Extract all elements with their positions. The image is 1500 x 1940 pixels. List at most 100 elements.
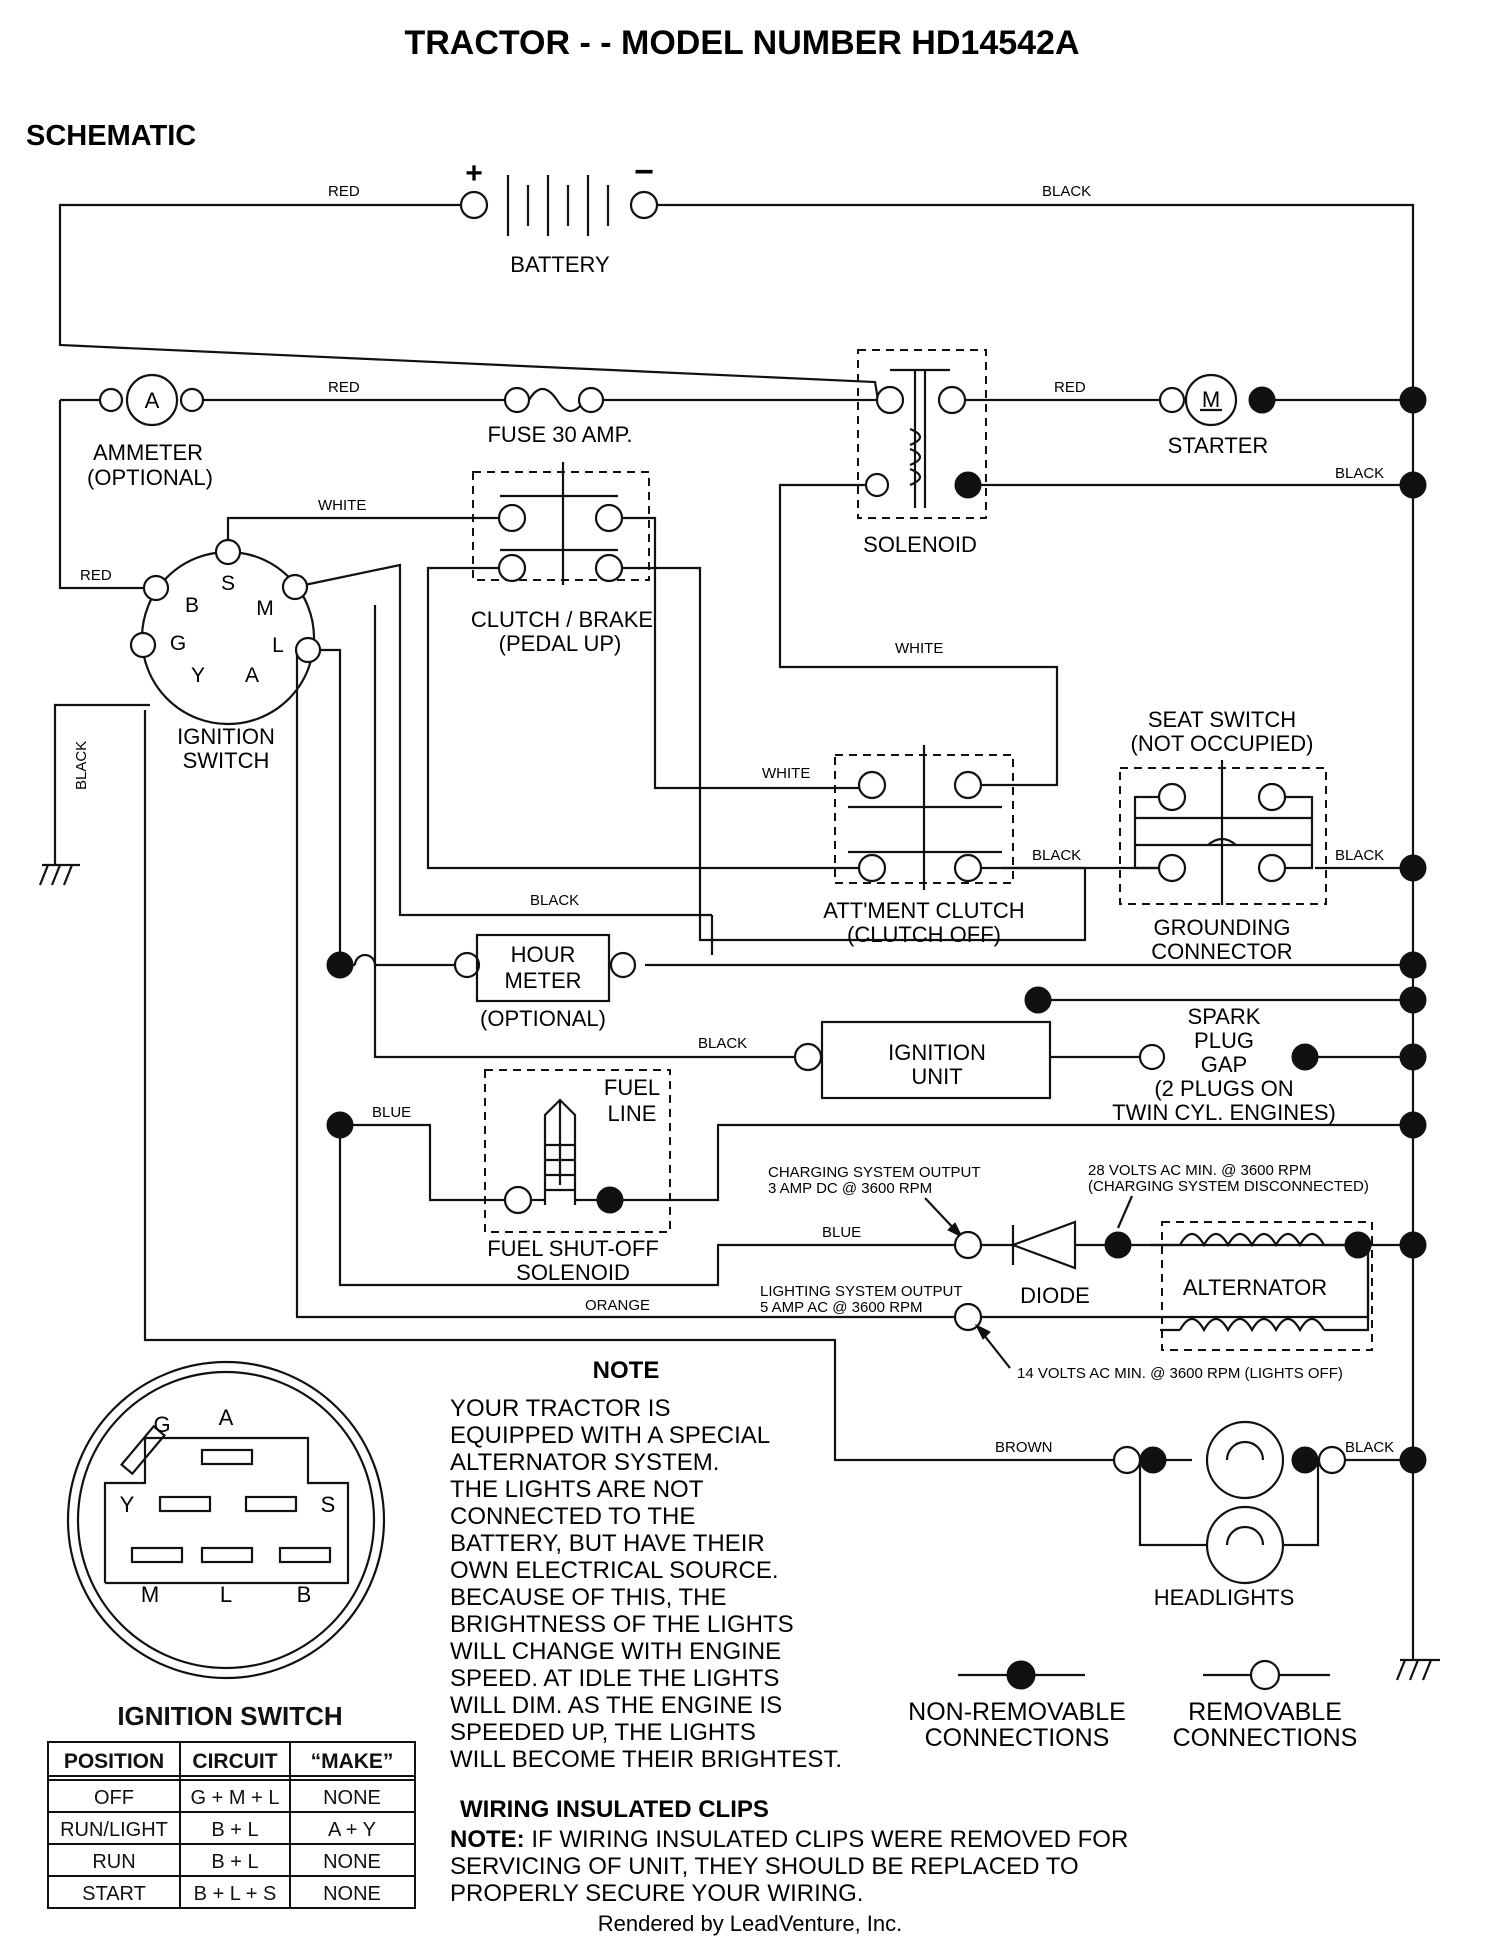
spark-label-4: (2 PLUGS ON <box>1154 1076 1293 1101</box>
diode-label: DIODE <box>1020 1283 1090 1308</box>
term-s: S <box>221 572 235 595</box>
table-cell: B + L + S <box>194 1883 277 1905</box>
face-m: M <box>141 1582 159 1607</box>
wire-label-orange: ORANGE <box>585 1297 650 1314</box>
fuel-solenoid: FUEL LINE FUEL SHUT-OFF SOLENOID <box>326 1069 671 1285</box>
term-y: Y <box>191 664 205 687</box>
starter-label: STARTER <box>1168 433 1269 458</box>
seat-switch: SEAT SWITCH (NOT OCCUPIED) GROUNDING CON… <box>1119 707 1327 964</box>
note-line: ALTERNATOR SYSTEM. <box>450 1449 719 1476</box>
term-b: B <box>185 594 199 617</box>
note-line: BECAUSE OF THIS, THE <box>450 1584 727 1611</box>
note-line: YOUR TRACTOR IS <box>450 1395 670 1422</box>
note-line: WILL BECOME THEIR BRIGHTEST. <box>450 1746 842 1773</box>
section-label: SCHEMATIC <box>26 120 196 152</box>
table-header-make: “MAKE” <box>311 1750 394 1773</box>
solenoid: SOLENOID <box>857 349 987 557</box>
term-l: L <box>272 634 284 657</box>
face-b: B <box>297 1582 312 1607</box>
charging-system: CHARGING SYSTEM OUTPUT 3 AMP DC @ 3600 R… <box>760 1162 1373 1382</box>
solenoid-label: SOLENOID <box>863 532 977 557</box>
charge-output-label: CHARGING SYSTEM OUTPUT <box>768 1164 981 1181</box>
seat-switch-label: SEAT SWITCH <box>1148 707 1296 732</box>
legend-removable: REMOVABLE <box>1188 1698 1342 1726</box>
note-line: SPEEDED UP, THE LIGHTS <box>450 1719 756 1746</box>
wire-label-blue-diode: BLUE <box>822 1224 861 1241</box>
ignition-switch-face: G A Y S M L B <box>66 1360 386 1680</box>
wire-label-red-fuse: RED <box>328 379 360 396</box>
lighting-output-spec: 5 AMP AC @ 3600 RPM <box>760 1299 923 1316</box>
fuel-sol-label: FUEL SHUT-OFF <box>487 1236 659 1261</box>
wire-ground-bus <box>657 203 1415 1660</box>
wires <box>38 203 1440 1681</box>
term-g: G <box>170 632 186 655</box>
note-line: EQUIPPED WITH A SPECIAL <box>450 1422 770 1449</box>
table-cell: B + L <box>211 1851 258 1873</box>
table-cell: G + M + L <box>191 1787 280 1809</box>
hour-meter-label: HOUR <box>511 942 576 967</box>
ammeter-optional: (OPTIONAL) <box>87 465 213 490</box>
clutch-brake-label: CLUTCH / BRAKE <box>471 607 653 632</box>
table-cell: NONE <box>323 1883 381 1905</box>
legend-removable-2: CONNECTIONS <box>1173 1724 1358 1752</box>
ground-bus-connections <box>1399 386 1427 1474</box>
wire-label-black-head: BLACK <box>1345 1439 1394 1456</box>
term-m: M <box>256 597 274 620</box>
wire-label-brown: BROWN <box>995 1439 1053 1456</box>
face-g: G <box>153 1412 170 1437</box>
wire-label-black-battery: BLACK <box>1042 183 1091 200</box>
attment-clutch-state: (CLUTCH OFF) <box>847 922 1001 947</box>
footer-credit: Rendered by LeadVenture, Inc. <box>598 1911 903 1936</box>
volts14-label: 14 VOLTS AC MIN. @ 3600 RPM (LIGHTS OFF) <box>1017 1365 1343 1382</box>
hour-meter-label-2: METER <box>505 968 582 993</box>
spark-label-5: TWIN CYL. ENGINES) <box>1112 1100 1336 1125</box>
lighting-output-label: LIGHTING SYSTEM OUTPUT <box>760 1283 963 1300</box>
ignition-switch: S B M G L Y A IGNITION SWITCH <box>129 538 322 773</box>
wire-label-black-ground: BLACK <box>73 741 90 790</box>
spark-plug: SPARK PLUG GAP (2 PLUGS ON TWIN CYL. ENG… <box>1112 1004 1336 1125</box>
fuse-label: FUSE 30 AMP. <box>487 422 632 447</box>
table-cell: OFF <box>94 1787 134 1809</box>
wiring-clips-note: WIRING INSULATED CLIPS NOTE: IF WIRING I… <box>450 1796 1128 1907</box>
face-y: Y <box>120 1492 135 1517</box>
wire-label-blue-fuel: BLUE <box>372 1104 411 1121</box>
removable-circle-icon <box>1249 1659 1281 1691</box>
table-cell: RUN/LIGHT <box>60 1819 168 1841</box>
clips-line-3: PROPERLY SECURE YOUR WIRING. <box>450 1880 863 1907</box>
note-line: BATTERY, BUT HAVE THEIR <box>450 1530 765 1557</box>
ignition-switch-label: IGNITION <box>177 724 275 749</box>
fuse: FUSE 30 AMP. <box>487 386 633 447</box>
term-a: A <box>245 664 259 687</box>
alternator-label: ALTERNATOR <box>1183 1275 1327 1300</box>
note-line: WILL DIM. AS THE ENGINE IS <box>450 1692 782 1719</box>
note-line: SPEED. AT IDLE THE LIGHTS <box>450 1665 779 1692</box>
hour-meter-optional: (OPTIONAL) <box>480 1006 606 1031</box>
ignition-switch-table: IGNITION SWITCH POSITION CIRCUIT “MAKE” … <box>47 1701 416 1909</box>
clips-note-prefix: NOTE: <box>450 1826 525 1853</box>
ammeter-label: AMMETER <box>93 440 203 465</box>
note-line: WILL CHANGE WITH ENGINE <box>450 1638 781 1665</box>
attment-clutch-label: ATT'MENT CLUTCH <box>823 898 1024 923</box>
ignition-unit-label-2: UNIT <box>911 1064 962 1089</box>
battery-label: BATTERY <box>510 252 610 277</box>
note-line: OWN ELECTRICAL SOURCE. <box>450 1557 779 1584</box>
table-header-position: POSITION <box>64 1750 164 1773</box>
wire-label-white-ign: WHITE <box>318 497 366 514</box>
legend-nonremovable: NON-REMOVABLE <box>908 1698 1126 1726</box>
note-line: THE LIGHTS ARE NOT <box>450 1476 704 1503</box>
page-title: TRACTOR - - MODEL NUMBER HD14542A <box>404 24 1079 62</box>
wire-label-black-grounding: BLACK <box>530 892 579 909</box>
volts28-label: 28 VOLTS AC MIN. @ 3600 RPM <box>1088 1162 1311 1179</box>
spark-label-3: GAP <box>1201 1052 1247 1077</box>
wire-battery-red <box>58 203 880 401</box>
face-a: A <box>219 1405 234 1430</box>
table-cell: RUN <box>92 1851 135 1873</box>
wire-label-black-solenoid: BLACK <box>1335 465 1384 482</box>
ignition-unit: IGNITION UNIT <box>793 986 1319 1100</box>
table-header-circuit: CIRCUIT <box>192 1750 277 1773</box>
clips-line-2: SERVICING OF UNIT, THEY SHOULD BE REPLAC… <box>450 1853 1079 1880</box>
face-s: S <box>321 1492 336 1517</box>
wire-ign-red <box>58 400 156 590</box>
wire-label-white-mid: WHITE <box>895 640 943 657</box>
